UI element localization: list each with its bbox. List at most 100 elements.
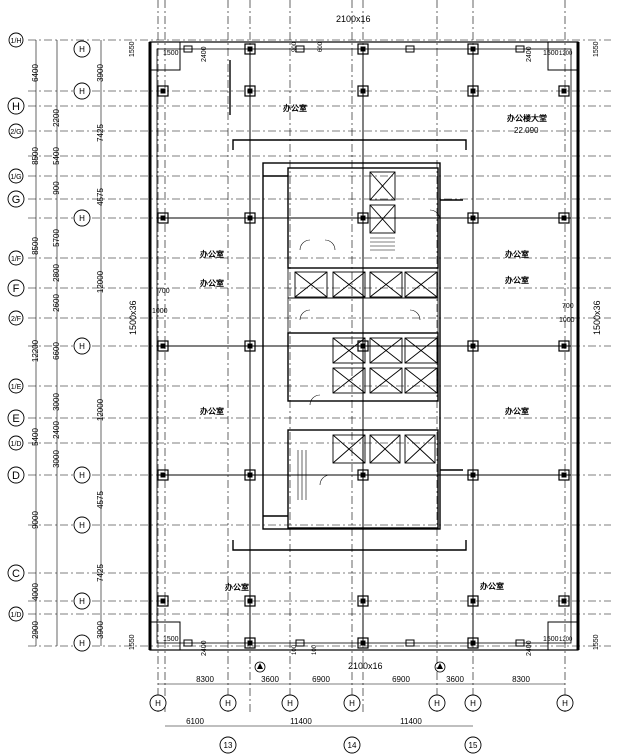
core-walls [229, 60, 467, 551]
bottom-axis-bubble-label: H [470, 699, 476, 708]
main-axis-bubble [343, 736, 361, 754]
axis-bubble-label: H [79, 471, 85, 480]
grid-bubble [8, 606, 24, 622]
outer-dimension: 9000 [31, 511, 40, 529]
grid-bubble-label: 1/F [11, 256, 21, 263]
bottom-axis-bubble [556, 694, 574, 712]
window-mullion [295, 45, 305, 53]
dim-1550-tl: 1550 [129, 41, 136, 57]
column [357, 212, 369, 224]
column [244, 340, 256, 352]
shaft-box [404, 271, 438, 298]
main-axis-label: 15 [469, 741, 478, 750]
grid-bubble [8, 168, 24, 184]
column [357, 340, 369, 352]
axis-bubble [73, 82, 91, 100]
shaft-box [369, 337, 403, 364]
mid-dimension: 5700 [52, 229, 61, 247]
dim-1550-tr: 1550 [593, 41, 600, 57]
dim-1550-br: 1550 [593, 634, 600, 650]
grid-bubble [7, 279, 25, 297]
shaft-cross [404, 367, 438, 394]
bottom-dimension-label: 2100x16 [348, 661, 383, 671]
room-office-1: 办公室 [283, 103, 307, 113]
bottom-axis-bubble-label: H [434, 699, 440, 708]
outer-dimension: 2900 [31, 621, 40, 639]
column [558, 595, 570, 607]
shaft-box [369, 367, 403, 394]
grid-bubble [8, 378, 24, 394]
bottom-axis-bubble [219, 694, 237, 712]
column [467, 595, 479, 607]
top-dimension-label: 2100x16 [336, 14, 371, 24]
room-office-6: 办公室 [200, 406, 224, 416]
column-core [561, 343, 567, 349]
shaft-cross [332, 434, 366, 464]
room-office-7: 办公室 [505, 406, 529, 416]
bottom-axis-bubble-label: H [287, 699, 293, 708]
column [157, 340, 169, 352]
bottom-dimension-2: 11400 [400, 717, 422, 726]
axis-bubble [73, 592, 91, 610]
grid-bubble-label: 1/E [11, 384, 22, 391]
main-axis-bubble [219, 736, 237, 754]
bottom-dimension-2: 6100 [186, 717, 204, 726]
grid-bubble-label: 1/D [11, 612, 22, 619]
dim-100-bot-2: 100 [312, 644, 318, 655]
column-core [360, 215, 366, 221]
column [244, 637, 256, 649]
shaft-cross [369, 271, 403, 298]
column-core [247, 598, 253, 604]
shaft-cross [369, 367, 403, 394]
column [467, 637, 479, 649]
outer-dimension: 5400 [31, 428, 40, 446]
stairs [297, 237, 395, 500]
column-core [360, 640, 366, 646]
mid-dimension: 2400 [52, 421, 61, 439]
bottom-axis-bubble [343, 694, 361, 712]
column-core [160, 598, 166, 604]
shaft-box [332, 367, 366, 394]
shaft-box [404, 434, 436, 464]
grid-bubble [8, 310, 24, 326]
inner-dimension: 7425 [96, 124, 105, 142]
column-core [160, 343, 166, 349]
column-core [470, 46, 476, 52]
column-core [360, 46, 366, 52]
grid-bubble [7, 564, 25, 582]
room-office-5: 办公室 [505, 275, 529, 285]
dim-2400-tl: 2400 [201, 46, 208, 62]
shaft-cross [369, 337, 403, 364]
window-mullion [183, 45, 193, 53]
shaft-cross [404, 434, 436, 464]
grid-bubble-label: 2/F [11, 316, 21, 323]
window-mullion [405, 639, 415, 647]
column-core [561, 472, 567, 478]
vertical-grid-lines [157, 0, 566, 715]
column [357, 595, 369, 607]
shaft-cross [332, 337, 366, 364]
mid-dimension: 2200 [52, 109, 61, 127]
dim-700-r: 700 [562, 303, 574, 310]
axis-bubble [73, 209, 91, 227]
column [357, 637, 369, 649]
section-arrow [437, 663, 443, 669]
dim-700-l: 700 [158, 288, 170, 295]
column [467, 43, 479, 55]
mid-dimension: 3000 [52, 393, 61, 411]
shaft-cross [404, 337, 438, 364]
axis-bubble [73, 40, 91, 58]
dim-2400-tr: 2400 [526, 46, 533, 62]
window-mullion [515, 45, 525, 53]
column-core [470, 598, 476, 604]
shaft-cross [369, 434, 401, 464]
mid-dimension: 900 [52, 181, 61, 195]
grid-bubble-label: 1/G [10, 174, 21, 181]
room-office-9: 办公室 [480, 581, 504, 591]
column-core [247, 46, 253, 52]
column [558, 469, 570, 481]
dim-1500-tl: 1500 [163, 50, 179, 57]
shaft-box [369, 171, 396, 201]
grid-bubble [7, 409, 25, 427]
